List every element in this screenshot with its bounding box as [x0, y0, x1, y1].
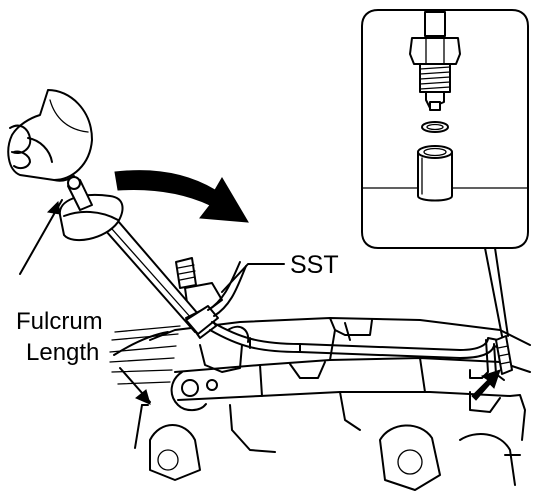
fulcrum-label-line2: Length: [26, 339, 99, 366]
o-ring-icon: [421, 121, 449, 133]
rotation-arrow: [114, 170, 249, 223]
fitting-pointer-arrow: [471, 369, 501, 401]
fulcrum-length-group: Fulcrum Length: [16, 199, 169, 449]
steering-rack-housing: [149, 317, 531, 453]
pressure-tube: [209, 321, 505, 381]
bench-vice: [149, 424, 521, 491]
fulcrum-label-line1: Fulcrum: [16, 308, 103, 335]
sst-tool: [185, 261, 247, 335]
pipe-fitting: [495, 335, 513, 375]
detail-inset: [361, 9, 529, 337]
sst-label-group: SST: [221, 251, 339, 293]
mount-shading: [109, 325, 181, 385]
torque-wrench: [7, 89, 217, 339]
sst-label: SST: [290, 251, 339, 279]
pinion-shaft: [175, 257, 223, 316]
